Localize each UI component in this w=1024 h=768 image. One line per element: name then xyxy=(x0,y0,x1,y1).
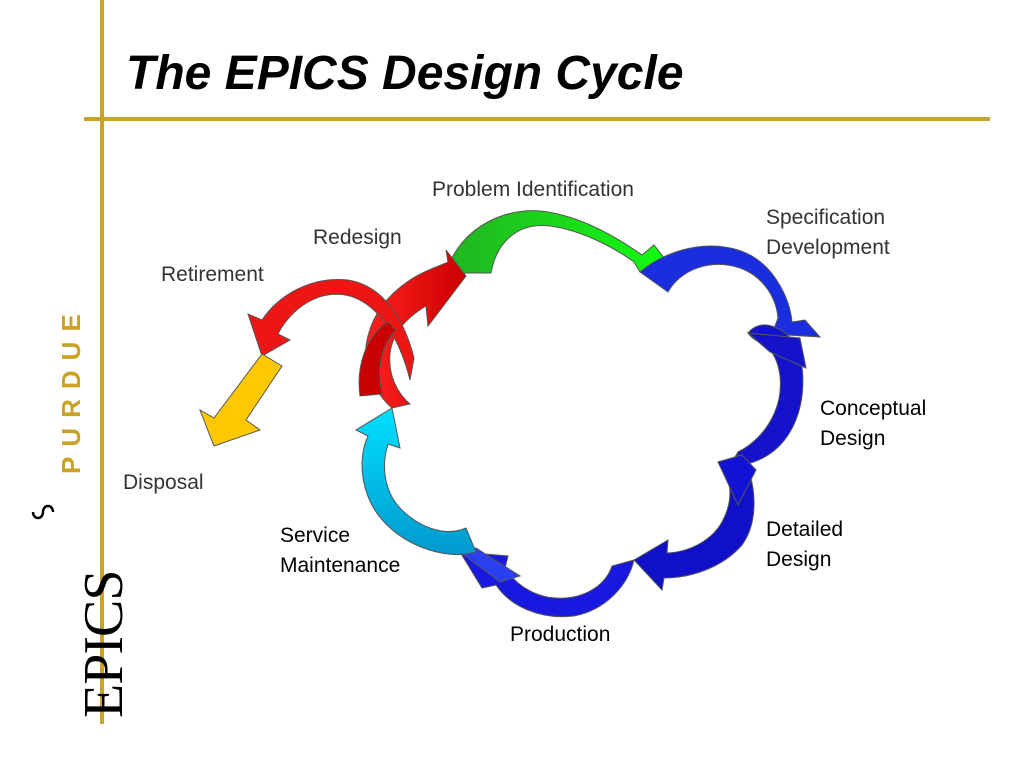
label-disposal: Disposal xyxy=(123,471,204,494)
arrow-retirement xyxy=(247,278,415,381)
label-conceptual-design: Conceptual Design xyxy=(820,397,927,450)
arrow-service-maintenance xyxy=(354,407,477,555)
arrow-specification-development xyxy=(639,245,822,338)
horizontal-gold-rule xyxy=(84,117,990,121)
arrow-disposal xyxy=(199,353,283,447)
label-detailed-design: Detailed Design xyxy=(766,518,844,571)
vertical-gold-rule xyxy=(100,0,104,724)
integral-icon xyxy=(31,504,55,520)
arrow-conceptual-design-head xyxy=(746,332,807,369)
slide-title: The EPICS Design Cycle xyxy=(126,47,684,100)
label-problem-identification: Problem Identification xyxy=(432,178,634,201)
arrow-retirement-core xyxy=(358,321,397,397)
label-production: Production xyxy=(510,623,611,646)
label-retirement: Retirement xyxy=(161,263,264,286)
brand-sidebar: PURDUE EPICS xyxy=(0,0,135,768)
label-redesign: Redesign xyxy=(313,226,402,249)
label-service-maintenance: Service Maintenance xyxy=(280,524,401,577)
arrow-detailed-design-tail xyxy=(717,454,757,507)
label-specification-development: Specification Development xyxy=(766,206,890,259)
arrow-problem-identification xyxy=(445,210,678,274)
arrow-detailed-design xyxy=(633,454,755,592)
